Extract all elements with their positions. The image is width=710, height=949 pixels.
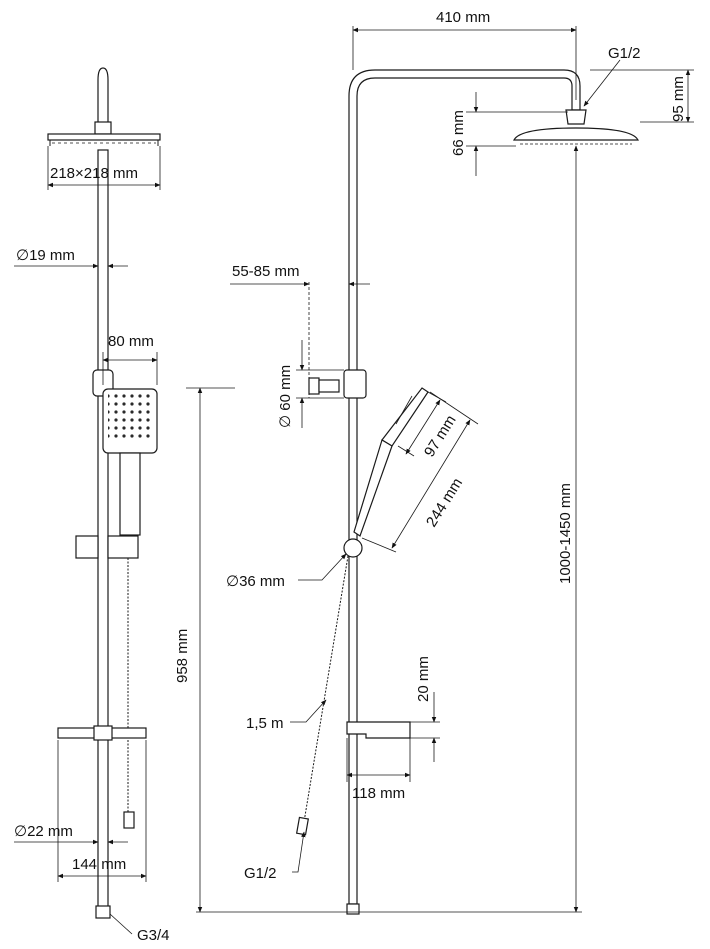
- front-bottom-inlet: [95, 905, 111, 919]
- label-bracket-diameter: ∅ 60 mm: [277, 365, 294, 428]
- side-hose: [303, 555, 349, 823]
- side-column-arm: [348, 69, 581, 905]
- label-hand-length-244: 244 mm: [423, 475, 466, 530]
- label-inlet-thread: G3/4: [137, 927, 170, 944]
- side-head-connector: [565, 109, 587, 125]
- side-bracket-clamp: [343, 369, 367, 399]
- label-head-thread: G1/2: [608, 45, 641, 62]
- front-hand-nozzles: [108, 394, 152, 438]
- side-wall-plate: [308, 377, 320, 395]
- front-head-edges: [49, 140, 159, 146]
- side-view: [295, 69, 639, 915]
- label-drop-95: 95 mm: [670, 76, 687, 122]
- label-head-size: 218×218 mm: [50, 165, 138, 182]
- side-hand-shower: [353, 387, 429, 537]
- side-hose-nut: [295, 816, 310, 836]
- front-hose-nut: [123, 811, 135, 829]
- label-total-height: 1000-1450 mm: [557, 483, 574, 584]
- label-hand-width: 80 mm: [108, 333, 154, 350]
- side-dimensions: [196, 26, 694, 913]
- side-valve-ball: [343, 538, 363, 558]
- front-tray-clamp: [93, 725, 113, 741]
- front-vertical-rail: [97, 149, 109, 909]
- front-slider-holder: [107, 535, 139, 559]
- dimension-labels: 218×218 mm ∅19 mm 80 mm 958 mm ∅22 mm 14…: [14, 9, 687, 944]
- label-valve-diameter: ∅36 mm: [226, 573, 285, 590]
- label-wall-offset: 55-85 mm: [232, 263, 300, 280]
- label-hose-length: 1,5 m: [246, 715, 284, 732]
- label-drop-66: 66 mm: [450, 110, 467, 156]
- label-hose-thread: G1/2: [244, 865, 277, 882]
- side-bracket-arm: [318, 379, 340, 393]
- label-top-width: 410 mm: [436, 9, 490, 26]
- label-tray-width: 118 mm: [352, 785, 405, 802]
- front-slider-bracket: [75, 535, 99, 559]
- front-hand-handle: [119, 452, 141, 536]
- label-tray-height: 20 mm: [415, 656, 432, 702]
- label-pipe-diameter: ∅19 mm: [16, 247, 75, 264]
- front-overhead-shower: [47, 133, 161, 141]
- front-head-connector: [94, 121, 112, 135]
- front-top-arm: [97, 67, 109, 131]
- label-height-958: 958 mm: [174, 629, 191, 683]
- label-bottom-diameter: ∅22 mm: [14, 823, 73, 840]
- front-view: [47, 67, 161, 919]
- side-overhead-shower: [513, 127, 639, 141]
- label-hand-head-97: 97 mm: [421, 412, 460, 460]
- label-bottom-width: 144 mm: [72, 856, 126, 873]
- side-foot: [346, 903, 360, 915]
- front-dimensions: [14, 146, 235, 935]
